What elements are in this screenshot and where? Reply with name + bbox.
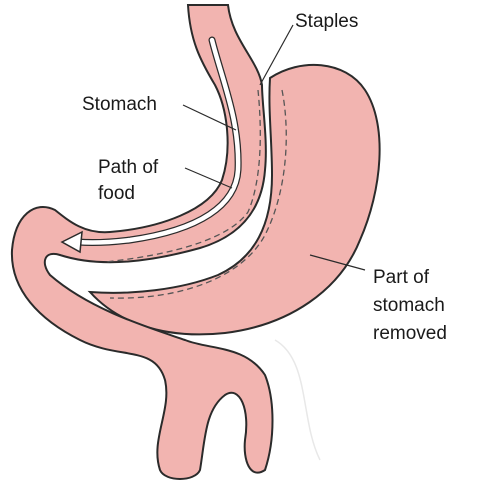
label-staples: Staples [295, 11, 358, 32]
label-removed-line2: stomach [373, 295, 445, 316]
background-sketch-line [275, 340, 320, 460]
label-path-of-food-line2: food [98, 183, 135, 204]
label-path-of-food-line1: Path of [98, 157, 159, 178]
stomach-sleeve [12, 5, 273, 479]
label-stomach: Stomach [82, 94, 157, 115]
label-removed-line1: Part of [373, 267, 430, 288]
label-removed-line3: removed [373, 323, 447, 344]
